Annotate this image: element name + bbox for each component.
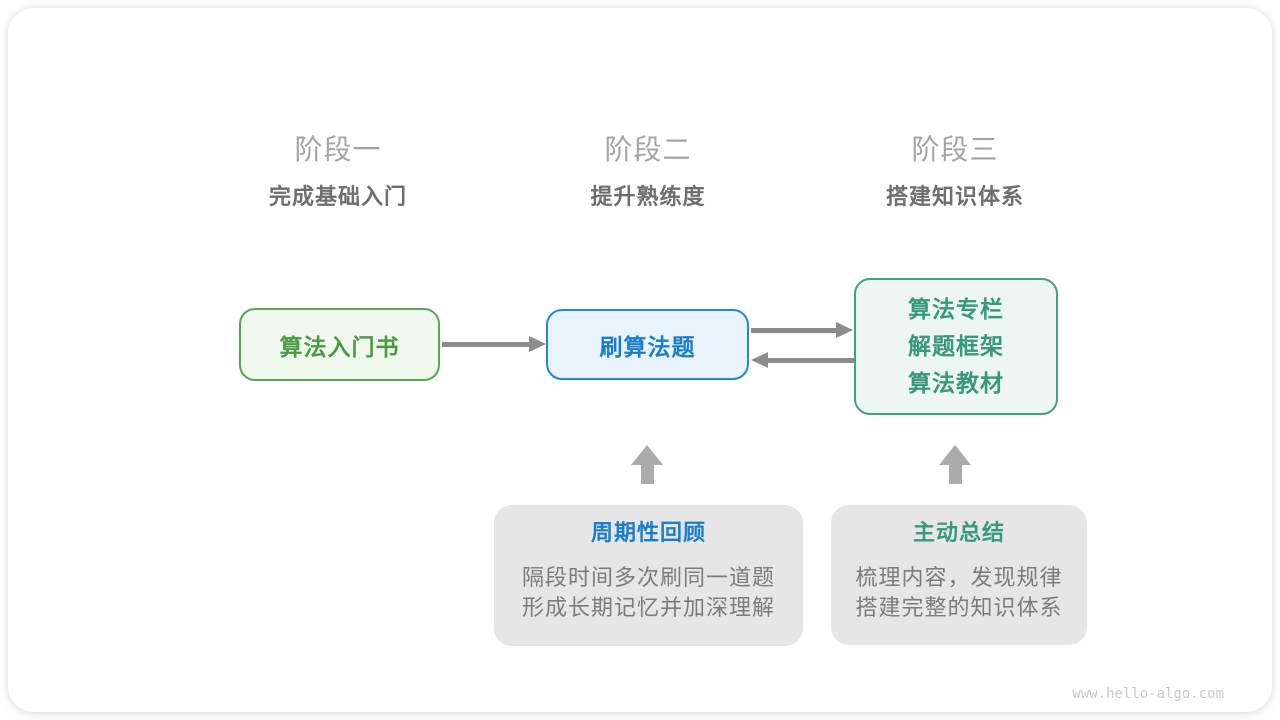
callout-active-summary-title: 主动总结 xyxy=(912,520,1005,545)
arrow-practice-to-resources-shaft xyxy=(751,328,838,333)
callout-active-summary: 主动总结 梳理内容，发现规律 搭建完整的知识体系 xyxy=(831,505,1087,645)
stage-3-subtitle: 搭建知识体系 xyxy=(885,184,1025,209)
node-resources-line-3: 算法教材 xyxy=(908,370,1004,396)
arrow-practice-to-resources-head-icon xyxy=(836,322,853,338)
arrow-intro-to-practice-shaft xyxy=(442,342,531,347)
up-arrow-summary-stem xyxy=(948,465,962,484)
node-practice-problems-label: 刷算法题 xyxy=(599,333,696,360)
watermark: www.hello-algo.com xyxy=(1072,686,1224,702)
stage-1-subtitle: 完成基础入门 xyxy=(268,184,408,209)
node-intro-book-label: 算法入门书 xyxy=(279,333,400,360)
up-arrow-summary-head xyxy=(939,445,971,465)
up-arrow-icon-review xyxy=(631,445,663,484)
callout-active-summary-line-2: 搭建完整的知识体系 xyxy=(855,595,1063,620)
arrow-resources-to-practice-head-icon xyxy=(751,352,768,368)
arrow-resources-to-practice-shaft xyxy=(766,358,854,363)
diagram-card: 阶段一 完成基础入门 阶段二 提升熟练度 阶段三 搭建知识体系 算法入门书 刷算… xyxy=(8,8,1272,712)
node-resources-line-2: 解题框架 xyxy=(908,333,1004,359)
callout-periodic-review: 周期性回顾 隔段时间多次刷同一道题 形成长期记忆并加深理解 xyxy=(494,505,803,646)
stage-3-label: 阶段三 xyxy=(911,134,999,165)
callout-periodic-review-line-2: 形成长期记忆并加深理解 xyxy=(521,595,775,620)
stage-2-label: 阶段二 xyxy=(604,134,692,165)
up-arrow-review-stem xyxy=(640,465,654,484)
up-arrow-review-head xyxy=(631,445,663,465)
arrow-intro-to-practice-head-icon xyxy=(529,336,546,352)
callout-periodic-review-title: 周期性回顾 xyxy=(590,520,706,545)
node-knowledge-resources: 算法专栏 解题框架 算法教材 xyxy=(854,278,1058,415)
up-arrow-icon-summary xyxy=(939,445,971,484)
callout-active-summary-line-1: 梳理内容，发现规律 xyxy=(855,565,1063,590)
callout-active-summary-body: 梳理内容，发现规律 搭建完整的知识体系 xyxy=(831,563,1087,623)
stage-1-label: 阶段一 xyxy=(294,134,382,165)
node-practice-problems: 刷算法题 xyxy=(546,309,749,380)
node-resources-line-1: 算法专栏 xyxy=(908,296,1004,322)
stage-2-subtitle: 提升熟练度 xyxy=(590,184,706,209)
callout-periodic-review-line-1: 隔段时间多次刷同一道题 xyxy=(521,565,775,590)
node-intro-book: 算法入门书 xyxy=(239,308,440,381)
callout-periodic-review-body: 隔段时间多次刷同一道题 形成长期记忆并加深理解 xyxy=(494,563,803,623)
